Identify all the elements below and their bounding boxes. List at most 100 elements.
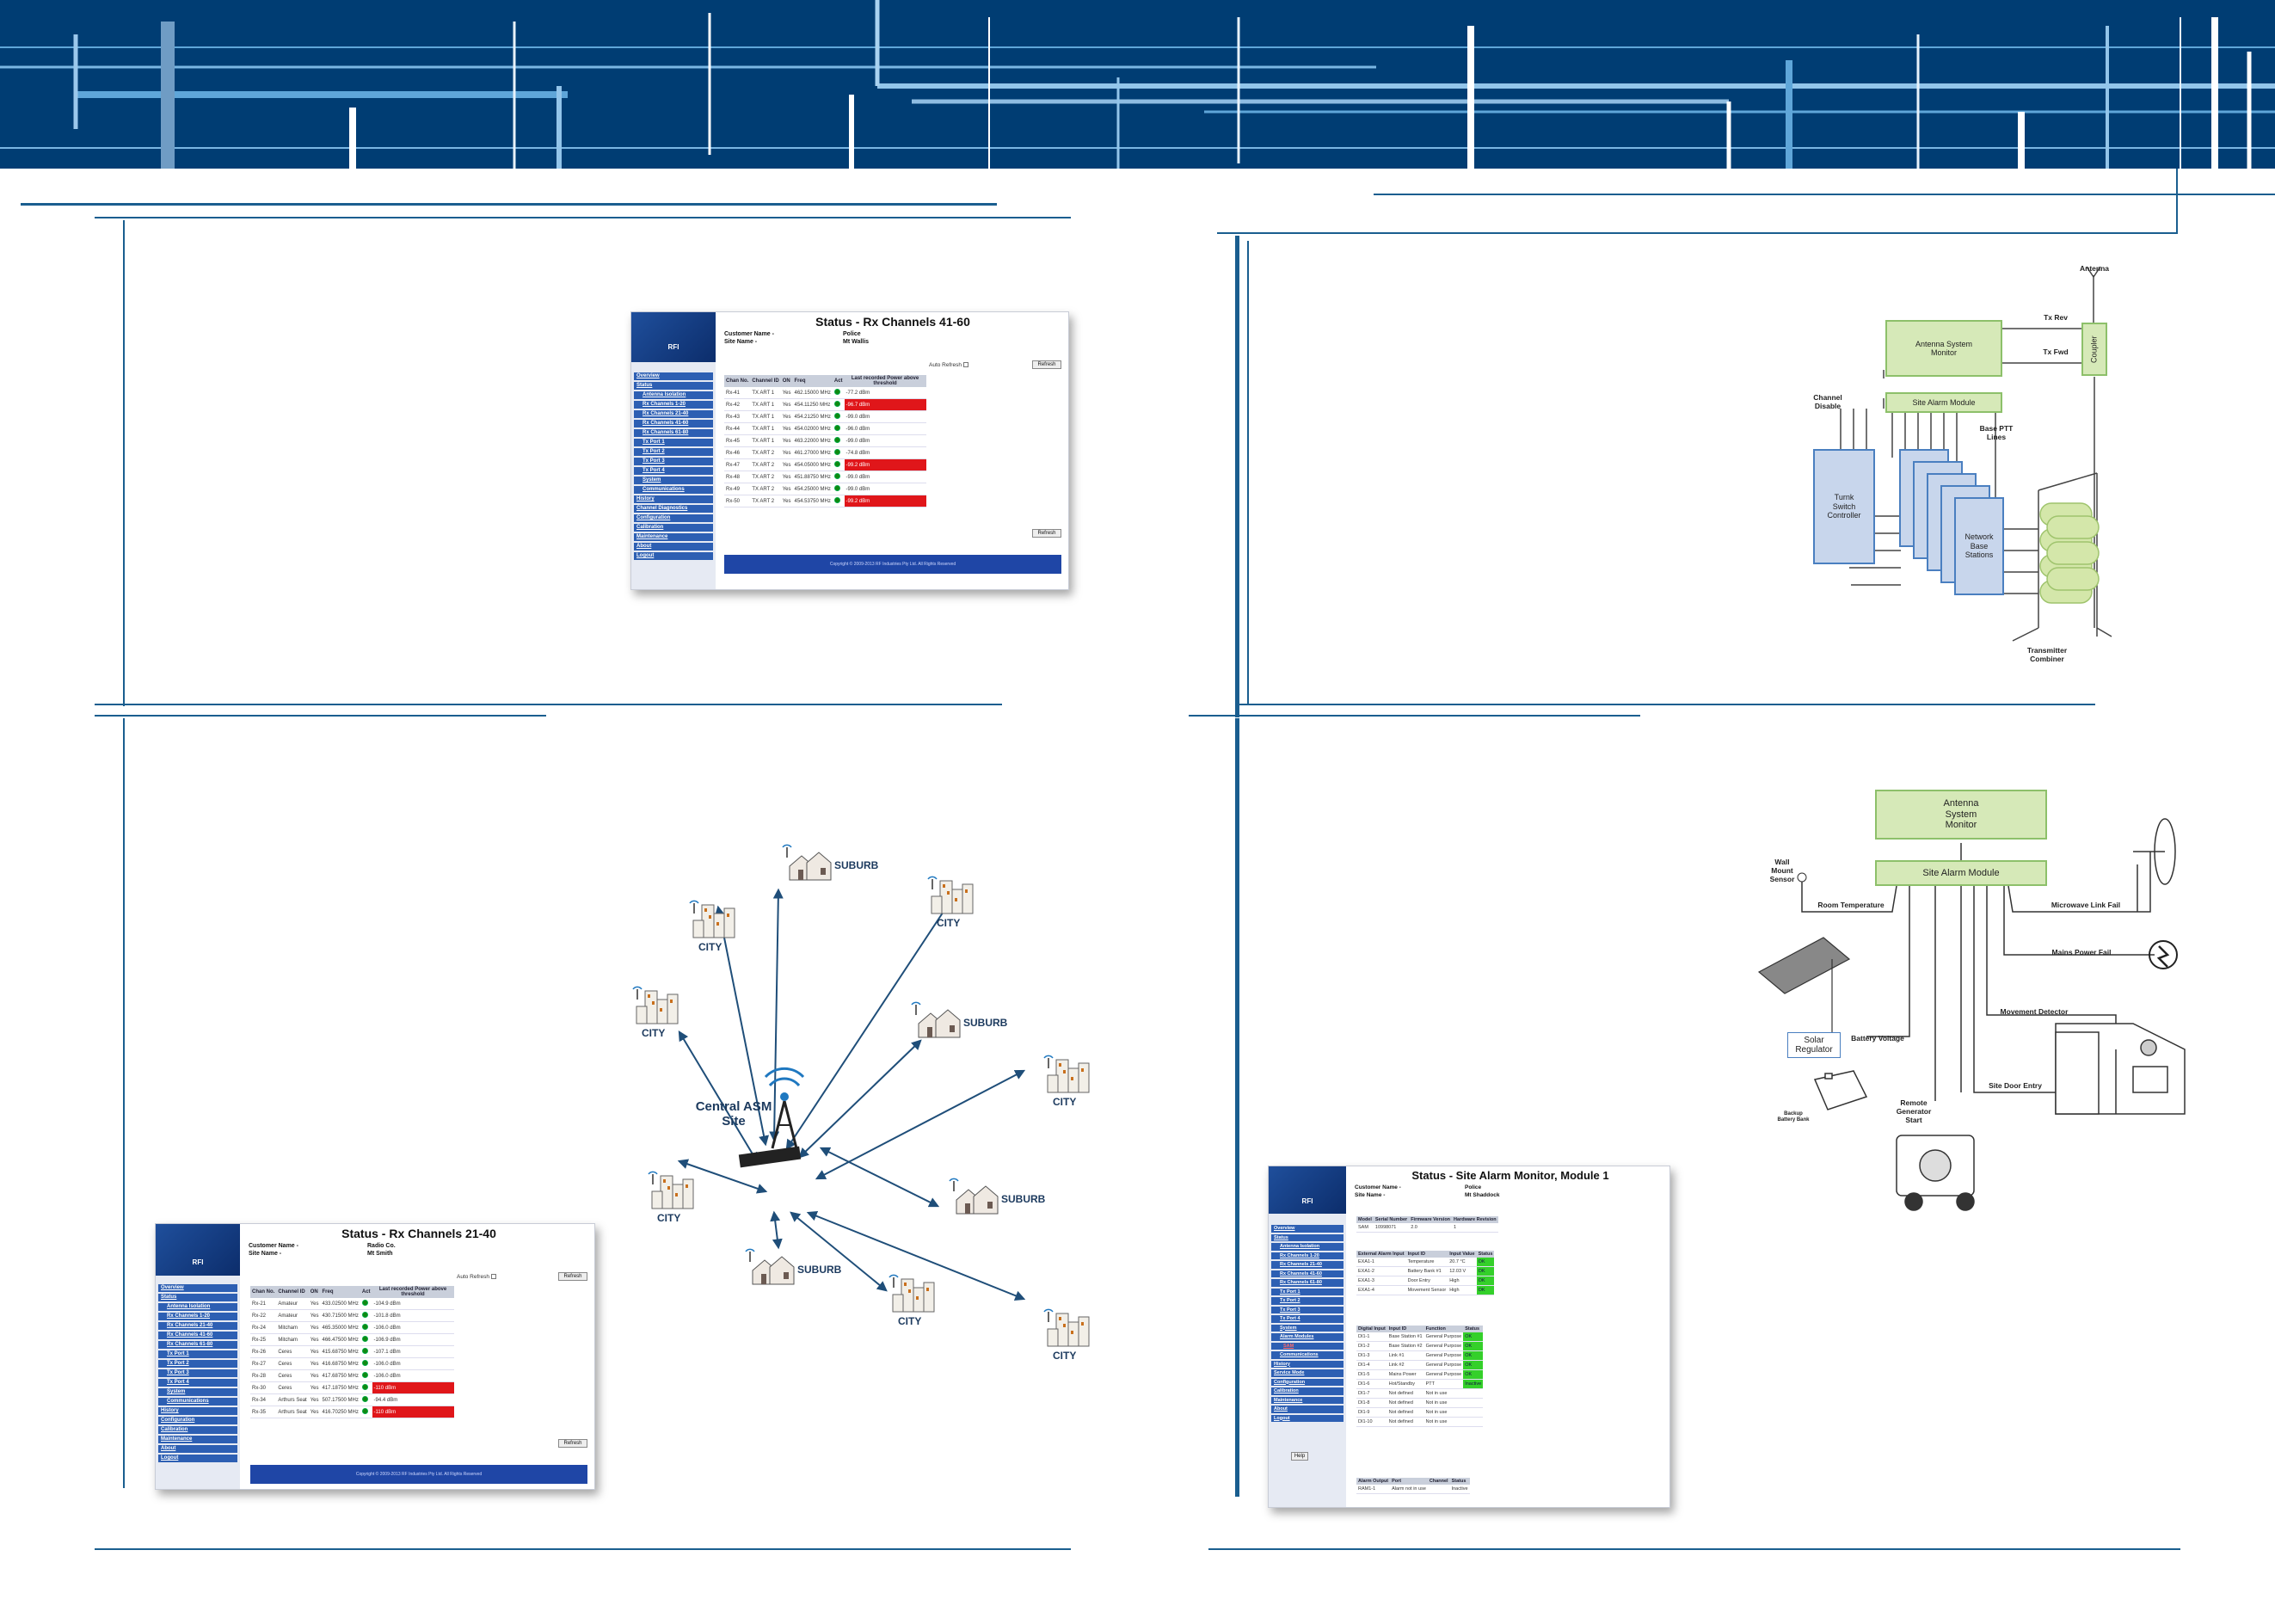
nav-item[interactable]: Maintenance [1271,1396,1343,1404]
nav-item[interactable]: Rx Channels 61-80 [158,1341,237,1349]
nav-item[interactable]: Tx Port 2 [1271,1297,1343,1305]
nav-item[interactable]: Antenna Isolation [634,391,713,399]
nav-item[interactable]: Tx Port 3 [158,1369,237,1377]
activity-cell [360,1298,372,1310]
refresh-button-top[interactable]: Refresh [1032,360,1061,369]
nav-item[interactable]: Configuration [158,1417,237,1424]
cell: Not in use [1423,1407,1464,1418]
power-cell: -106.9 dBm [372,1333,454,1346]
nav-item[interactable]: Tx Port 4 [158,1379,237,1387]
nav-item[interactable]: Tx Port 1 [634,439,713,446]
cell: Rx-27 [250,1357,277,1370]
nav-item[interactable]: Communications [1271,1351,1343,1359]
nav-item[interactable]: Tx Port 2 [634,448,713,456]
nav-item[interactable]: Logout [158,1455,237,1462]
nav-item[interactable]: System [1271,1324,1343,1332]
column-header: Status [1463,1326,1484,1332]
nav-item[interactable]: Tx Port 3 [1271,1306,1343,1313]
nav-item[interactable]: Rx Channels 41-60 [158,1332,237,1339]
cell: EXA1-3 [1356,1276,1406,1286]
nav-item[interactable]: About [158,1445,237,1453]
cell: Arthurs Seat [276,1406,309,1418]
nav-item[interactable]: Rx Channels 21-40 [158,1322,237,1330]
nav-item[interactable]: Service Mode [1271,1369,1343,1377]
nav-item[interactable]: Tx Port 1 [1271,1288,1343,1295]
nav-item[interactable]: Calibration [158,1426,237,1434]
cell: EXA1-4 [1356,1285,1406,1295]
cell: Door Entry [1405,1276,1448,1286]
cell: Rx-44 [724,422,751,435]
nav-item[interactable]: Rx Channels 1-20 [158,1313,237,1320]
nav-item[interactable]: Calibration [634,524,713,532]
nav-item[interactable]: Logout [634,552,713,560]
nav-item[interactable]: Tx Port 4 [634,467,713,475]
tx-rev-label: Tx Rev [2044,313,2068,322]
refresh-button-top[interactable]: Refresh [558,1272,587,1281]
nav-item[interactable]: Configuration [634,514,713,522]
cell: TX ART 2 [750,495,781,508]
nav-item[interactable]: Communications [634,486,713,494]
trunk-switch-controller-box: Turnk Switch Controller [1813,449,1875,564]
nav-item[interactable]: Overview [634,372,713,380]
nav-item[interactable]: Maintenance [634,533,713,541]
nav-item[interactable]: Tx Port 3 [634,458,713,465]
header-banner [0,0,2275,169]
nav-item[interactable]: History [1271,1360,1343,1368]
nav-item[interactable]: System [158,1388,237,1396]
nav-item[interactable]: Rx Channels 61-80 [634,429,713,437]
nav-item[interactable]: Configuration [1271,1378,1343,1386]
nav-item[interactable]: Rx Channels 41-60 [1271,1270,1343,1277]
column-header: Channel ID [276,1286,309,1298]
auto-refresh-checkbox[interactable] [962,362,968,368]
auto-refresh-checkbox[interactable] [490,1274,496,1280]
nav-item[interactable]: Antenna Isolation [158,1303,237,1311]
cell [1463,1388,1484,1399]
nav-item[interactable]: Alarm Modules [1271,1333,1343,1341]
cell: Yes [780,495,793,508]
nav-item[interactable]: Tx Port 1 [158,1350,237,1358]
cell: 20.7 °C [1448,1258,1477,1267]
city-buildings-icon [1043,1055,1090,1093]
power-cell: -101.8 dBm [372,1309,454,1322]
nav-item[interactable]: System [634,477,713,484]
refresh-button-bottom[interactable]: Refresh [558,1439,587,1448]
help-button[interactable]: Help [1291,1452,1308,1461]
nav-item[interactable]: Rx Channels 21-40 [634,410,713,418]
nav-item[interactable]: Antenna Isolation [1271,1243,1343,1251]
cell: Rx-35 [250,1406,277,1418]
nav-item[interactable]: Communications [158,1398,237,1406]
nav-item[interactable]: About [634,543,713,551]
nav-item[interactable]: Tx Port 2 [158,1360,237,1368]
central-tower-icon [738,1067,805,1168]
refresh-button-bottom[interactable]: Refresh [1032,529,1061,538]
nav-item[interactable]: History [158,1407,237,1415]
nav-item[interactable]: Channel Diagnostics [634,505,713,513]
nav-item[interactable]: Overview [1271,1225,1343,1233]
activity-indicator-icon [833,425,840,431]
nav-item[interactable]: Rx Channels 21-40 [1271,1261,1343,1269]
nav-item[interactable]: Tx Port 4 [1271,1315,1343,1323]
nav-item[interactable]: Logout [1271,1414,1343,1422]
nav-item[interactable]: Maintenance [158,1436,237,1443]
nav-item[interactable]: Rx Channels 41-60 [634,420,713,428]
activity-indicator-icon [833,449,840,455]
nav-item[interactable]: Status [634,382,713,390]
nav-item[interactable]: Rx Channels 61-80 [1271,1279,1343,1287]
nav-item[interactable]: Rx Channels 1-20 [634,401,713,409]
nav-item[interactable]: History [634,495,713,503]
nav-item[interactable]: About [1271,1406,1343,1413]
nav-item[interactable]: Status [1271,1233,1343,1241]
power-cell: -99.0 dBm [844,434,926,447]
power-cell: -106.0 dBm [372,1357,454,1370]
nav-item[interactable]: Overview [158,1284,237,1292]
cell: PTT [1423,1379,1464,1389]
nav-item[interactable]: Rx Channels 1-20 [1271,1252,1343,1259]
antenna-system-monitor-box: Antenna System Monitor [1875,790,2047,840]
nav-item[interactable]: SAM [1271,1342,1343,1350]
nav-item[interactable]: Status [158,1294,237,1301]
wiring-lines [1757,818,2186,1211]
nav-item[interactable]: Calibration [1271,1387,1343,1395]
